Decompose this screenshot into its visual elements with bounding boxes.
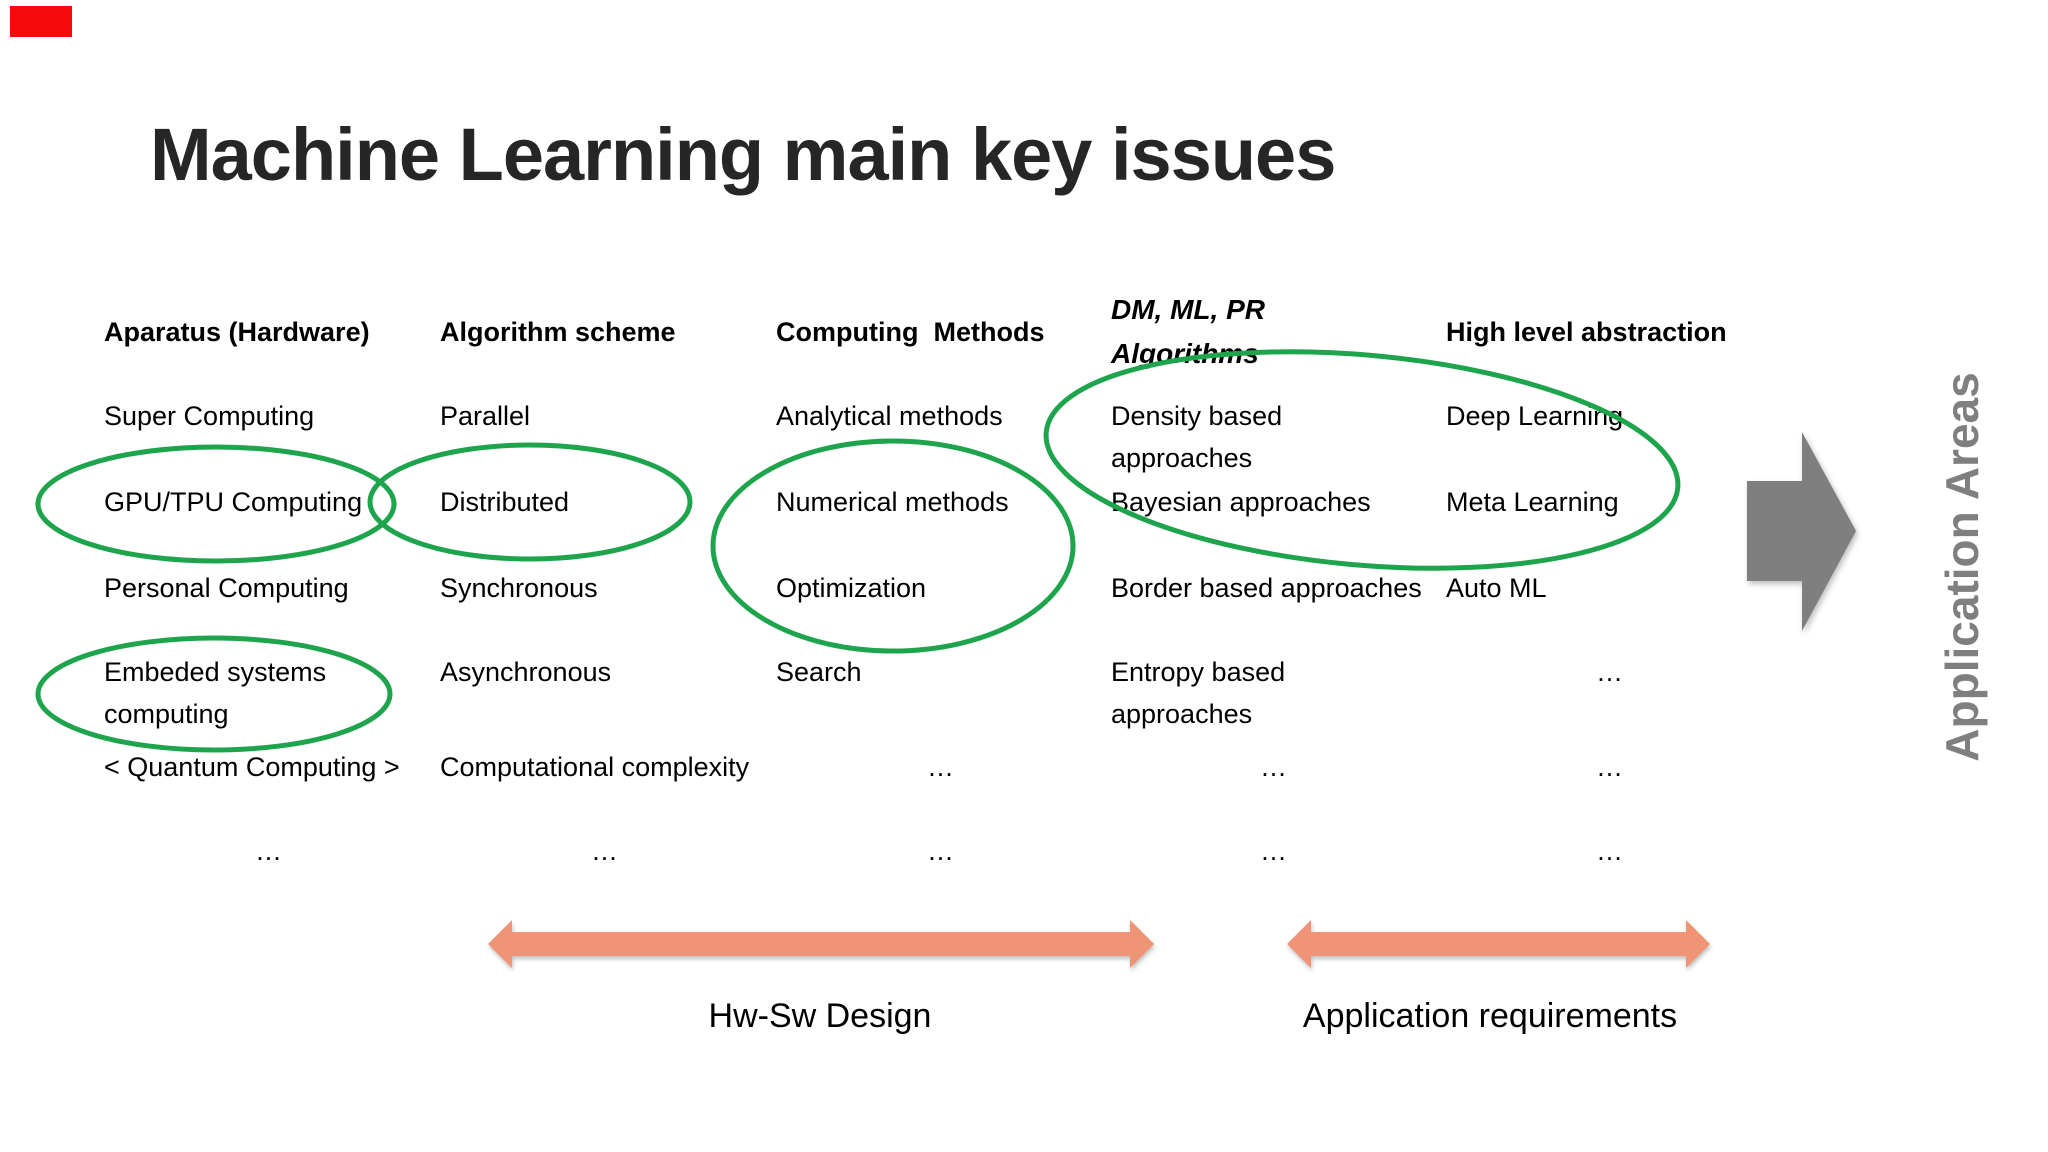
ellipsis-item: …: [1596, 657, 1626, 687]
column-item: Personal Computing: [104, 573, 349, 603]
column-item: Search: [776, 657, 862, 687]
ellipsis-item: …: [927, 752, 957, 782]
application-areas-label: Application Areas: [1936, 372, 1988, 762]
column-item: computing: [104, 699, 229, 729]
application-requirements-label: Application requirements: [1302, 997, 1678, 1035]
column-item: Density based: [1111, 401, 1283, 431]
column-header-computing-methods: Computing Methods: [776, 317, 1045, 347]
ellipsis-item: …: [1596, 836, 1626, 866]
application-areas-arrow-icon: [1747, 432, 1856, 631]
ellipsis-item: …: [1260, 836, 1290, 866]
column-item: Distributed: [440, 487, 570, 517]
ellipsis-item: …: [591, 836, 621, 866]
ellipsis-item: …: [1260, 752, 1290, 782]
highlight-ellipse-dm-ml-approaches: [1043, 349, 1681, 571]
column-item: Super Computing: [104, 401, 315, 431]
column-item: Auto ML: [1446, 573, 1547, 603]
highlight-ellipse-gpu-tpu: [35, 444, 397, 564]
column-header-high-level-abstraction: High level abstraction: [1446, 317, 1727, 347]
column-item: Border based approaches: [1111, 573, 1422, 603]
highlight-ellipse-numerical-optimization: [710, 438, 1076, 654]
column-item: Deep Learning: [1446, 401, 1624, 431]
column-item: Synchronous: [440, 573, 598, 603]
column-item: < Quantum Computing >: [104, 752, 400, 782]
page-title: Machine Learning main key issues: [150, 113, 1336, 196]
column-item: Entropy based: [1111, 657, 1286, 687]
column-item: Analytical methods: [776, 401, 1003, 431]
column-header-dm-ml-pr: DM, ML, PR: [1111, 294, 1265, 325]
hw-sw-design-double-arrow-icon: [488, 920, 1154, 968]
column-item: approaches: [1111, 699, 1253, 729]
column-item: GPU/TPU Computing: [104, 487, 363, 517]
ellipsis-item: …: [927, 836, 957, 866]
hw-sw-design-label: Hw-Sw Design: [708, 997, 932, 1035]
column-item: approaches: [1111, 443, 1253, 473]
application-requirements-double-arrow-icon: [1287, 920, 1710, 968]
column-item: Optimization: [776, 573, 927, 603]
column-item: Numerical methods: [776, 487, 1009, 517]
column-item: Asynchronous: [440, 657, 612, 687]
column-item: Parallel: [440, 401, 531, 431]
column-item: Computational complexity: [440, 752, 750, 782]
column-header-hardware: Aparatus (Hardware): [104, 317, 370, 347]
red-accent-bar: [10, 6, 72, 37]
column-item: Embeded systems: [104, 657, 327, 687]
highlight-ellipse-embedded-systems: [35, 635, 393, 753]
highlight-ellipse-distributed: [367, 442, 693, 562]
column-header-algorithm-scheme: Algorithm scheme: [440, 317, 676, 347]
column-item: Meta Learning: [1446, 487, 1619, 517]
ellipsis-item: …: [1596, 752, 1626, 782]
ellipsis-item: …: [255, 836, 285, 866]
